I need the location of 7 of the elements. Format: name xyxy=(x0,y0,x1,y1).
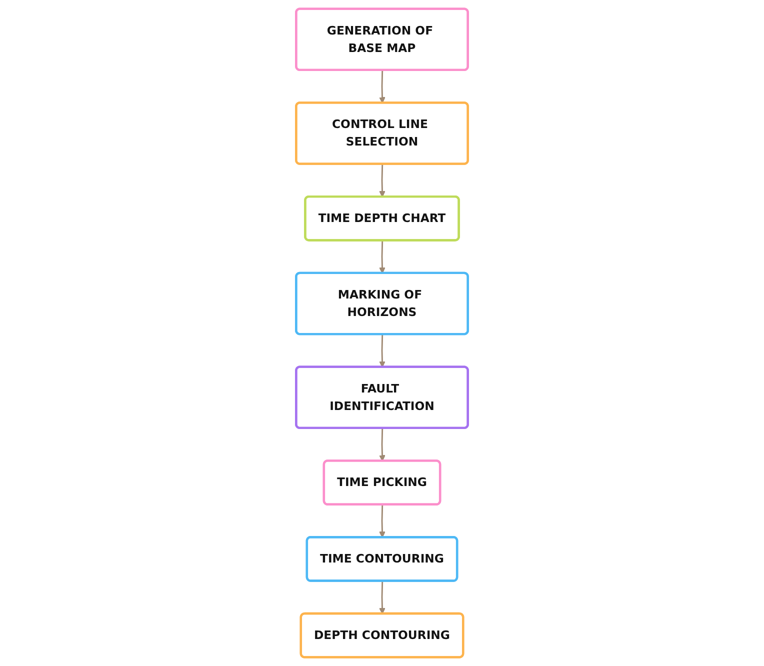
arrow xyxy=(379,581,386,614)
arrow xyxy=(379,504,386,538)
arrow xyxy=(379,428,386,462)
arrow xyxy=(379,164,386,198)
arrow xyxy=(379,334,386,368)
arrow xyxy=(379,240,386,274)
arrow xyxy=(379,70,386,104)
